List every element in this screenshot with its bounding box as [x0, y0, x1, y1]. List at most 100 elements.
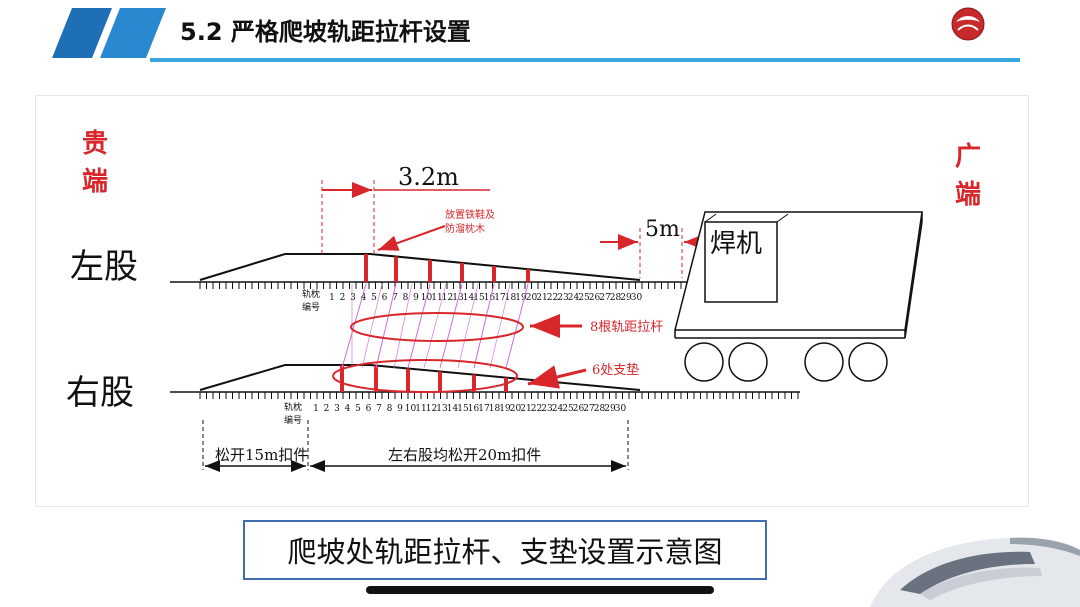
sleeper-number: 27: [583, 404, 595, 414]
welder-box-top2: [776, 213, 789, 223]
sleeper-number: 22: [531, 404, 542, 414]
sleeper-number: 16: [484, 293, 496, 303]
pads-ellipse: [332, 359, 518, 393]
pads-arrow: [527, 365, 587, 389]
sleeper-number: 30: [615, 404, 627, 414]
sleeper-number: 11: [415, 404, 426, 414]
rod-marker: [428, 259, 432, 282]
sleeper-number: 17: [478, 404, 490, 414]
rod-connector: [505, 283, 529, 369]
sleeper-number: 11: [431, 293, 442, 303]
sleeper-number: 3: [350, 293, 356, 303]
rod-marker: [472, 374, 476, 392]
sleeper-number: 12: [426, 404, 437, 414]
left-end-label: 贵: [82, 129, 108, 159]
sleeper-number: 4: [345, 404, 351, 414]
sleeper-number: 8: [403, 293, 409, 303]
globe-logo-icon: [951, 7, 985, 41]
sleeper-number: 8: [387, 404, 393, 414]
train-decoration: [870, 537, 1080, 607]
sleeper-number: 9: [397, 404, 403, 414]
horizontal-scrollbar[interactable]: [366, 586, 714, 594]
rod-marker: [504, 377, 508, 392]
rod-connector: [341, 283, 367, 369]
sleeper-label-right-2: 编号: [284, 414, 302, 426]
right-ramp-profile: [199, 364, 641, 391]
dim-3-2-label: 3.2m: [398, 163, 459, 191]
sleeper-number: 26: [589, 293, 601, 303]
machine-deck-edge5: [904, 221, 923, 339]
welder-label: 焊机: [710, 229, 762, 259]
sleeper-number: 21: [520, 404, 531, 414]
rod-marker: [340, 365, 344, 392]
sleeper-number: 13: [436, 404, 448, 414]
rods-ellipse: [350, 312, 524, 342]
welder-box: [704, 221, 778, 303]
sleeper-number: 2: [324, 404, 330, 414]
right-rod-markers: [340, 365, 508, 392]
left-ramp-profile: [199, 253, 641, 281]
sleeper-number: 22: [547, 293, 558, 303]
welder-box-top: [704, 213, 717, 223]
sleeper-number: 15: [473, 293, 485, 303]
sleeper-number: 20: [510, 404, 522, 414]
sleeper-number: 25: [578, 293, 590, 303]
right-rail-label: 右股: [66, 373, 134, 413]
sleeper-number: 21: [536, 293, 547, 303]
rod-connector: [457, 283, 479, 369]
sleeper-number: 1: [329, 293, 335, 303]
sleeper-number: 2: [340, 293, 346, 303]
sleeper-number: 28: [610, 293, 622, 303]
sleeper-number: 3: [334, 404, 340, 414]
sleeper-number: 1: [313, 404, 319, 414]
loosen-15-label: 松开15m扣件: [215, 446, 308, 464]
sleeper-number: 15: [457, 404, 469, 414]
sleeper-number: 25: [562, 404, 574, 414]
sleeper-number: 5: [355, 404, 361, 414]
sleeper-number: 19: [515, 293, 527, 303]
sleeper-number: 14: [463, 293, 475, 303]
sleeper-number: 17: [494, 293, 506, 303]
rod-marker: [406, 368, 410, 392]
wheel-2: [728, 342, 768, 382]
sleeper-number: 28: [594, 404, 606, 414]
wheel-1: [684, 342, 724, 382]
sleeper-number: 29: [604, 404, 616, 414]
dim-5-label: 5m: [645, 217, 680, 242]
sleeper-number: 6: [382, 293, 388, 303]
sleeper-number: 24: [552, 404, 564, 414]
left-end-label-2: 端: [82, 167, 108, 197]
sleeper-number: 20: [526, 293, 538, 303]
iron-note-line2: 防溜枕木: [445, 222, 485, 235]
wheel-4: [848, 342, 888, 382]
loosen-20-label: 左右股均松开20m扣件: [388, 446, 541, 464]
sleeper-number: 7: [376, 404, 382, 414]
sleeper-label-left-2: 编号: [302, 301, 320, 313]
sleeper-number: 9: [413, 293, 419, 303]
sleeper-number: 23: [557, 293, 569, 303]
sleeper-number: 18: [489, 404, 501, 414]
rod-connector: [473, 283, 495, 369]
left-sleeper-numbers: 1234567891011121314151617181920212223242…: [329, 293, 642, 303]
rod-connector: [423, 283, 447, 369]
rod-connector: [393, 283, 413, 369]
wheel-3: [804, 342, 844, 382]
rod-connectors: [341, 283, 529, 369]
sleeper-number: 14: [447, 404, 459, 414]
sleeper-number: 4: [361, 293, 367, 303]
pads-label: 6处支垫: [592, 362, 639, 378]
sleeper-number: 12: [442, 293, 453, 303]
sleeper-number: 26: [573, 404, 585, 414]
rod-marker: [364, 254, 368, 282]
sleeper-number: 27: [599, 293, 611, 303]
sleeper-number: 24: [568, 293, 580, 303]
left-rod-markers: [364, 254, 530, 282]
rod-connector: [439, 283, 463, 369]
rod-connector: [489, 283, 511, 369]
sleeper-number: 23: [541, 404, 553, 414]
sleeper-number: 29: [620, 293, 632, 303]
rod-marker: [438, 371, 442, 392]
rods-label: 8根轨距拉杆: [590, 320, 663, 335]
